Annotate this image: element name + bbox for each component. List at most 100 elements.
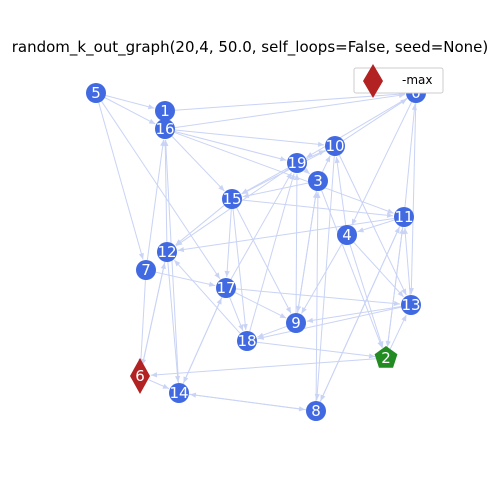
arrowhead-icon <box>279 313 287 319</box>
node-18: 18 <box>237 331 257 351</box>
node-circle-icon <box>216 278 236 298</box>
edge-9-18 <box>257 325 287 338</box>
edge-8-3 <box>315 191 321 402</box>
edge-line <box>242 182 309 198</box>
edge-16-11 <box>174 131 394 214</box>
edge-14-16 <box>163 139 179 384</box>
edge-8-11 <box>319 226 400 403</box>
arrowhead-icon <box>351 218 357 226</box>
arrowhead-icon <box>160 262 166 270</box>
arrowhead-icon <box>334 156 340 164</box>
edge-17-19 <box>230 172 293 280</box>
edge-16-10 <box>174 129 325 147</box>
arrowhead-icon <box>386 212 394 218</box>
edge-line <box>167 261 179 383</box>
arrowhead-icon <box>401 288 407 296</box>
edge-5-1 <box>105 95 155 110</box>
arrowhead-icon <box>148 118 156 124</box>
node-circle-icon <box>394 207 414 227</box>
edge-12-14 <box>167 261 181 383</box>
node-pentagon-icon <box>374 346 398 368</box>
edge-line <box>155 271 216 287</box>
node-circle-icon <box>306 401 326 421</box>
edge-17-13 <box>235 288 401 307</box>
edge-line <box>241 167 289 195</box>
edge-16-0 <box>174 92 406 129</box>
node-circle-icon <box>308 171 328 191</box>
edge-line <box>343 98 408 141</box>
arrowhead-icon <box>399 227 405 235</box>
arrowhead-icon <box>163 139 169 147</box>
node-circle-icon <box>237 331 257 351</box>
node-circle-icon <box>136 260 156 280</box>
arrowhead-icon <box>257 332 264 338</box>
node-circle-icon <box>155 101 175 121</box>
edge-2-11 <box>386 227 405 349</box>
arrowhead-icon <box>394 227 400 234</box>
arrowhead-icon <box>174 260 181 267</box>
node-10: 10 <box>325 136 345 156</box>
arrowhead-icon <box>174 375 181 383</box>
edge-15-9 <box>236 207 292 314</box>
node-label: 1 <box>160 102 170 120</box>
node-15: 15 <box>222 189 242 209</box>
arrowhead-icon <box>401 314 407 322</box>
graph-title: random_k_out_graph(20,4, 50.0, self_loop… <box>12 38 489 57</box>
node-label: 11 <box>394 208 413 226</box>
edge-13-9 <box>306 306 402 323</box>
edge-line <box>353 242 404 298</box>
edge-15-18 <box>232 208 248 331</box>
edge-10-15 <box>241 150 327 195</box>
arrowhead-icon <box>189 392 197 398</box>
node-circle-icon <box>222 189 242 209</box>
edge-12-16 <box>162 139 168 243</box>
arrowhead-icon <box>242 323 248 331</box>
arrowhead-icon <box>242 192 250 199</box>
arrowhead-icon <box>393 300 401 307</box>
arrowhead-icon <box>378 341 384 348</box>
edge-0-4 <box>351 101 413 226</box>
node-circle-icon <box>325 136 345 156</box>
edge-10-13 <box>338 154 407 296</box>
arrowhead-icon <box>147 104 155 110</box>
edge-line <box>357 219 395 233</box>
node-12: 12 <box>157 242 177 262</box>
arrowhead-icon <box>177 246 185 253</box>
arrowhead-icon <box>286 172 292 180</box>
arrowhead-icon <box>289 173 295 181</box>
edge-line <box>338 154 407 296</box>
edge-line <box>235 288 401 305</box>
edge-2-6 <box>150 358 377 378</box>
arrowhead-icon <box>138 252 144 260</box>
node-19: 19 <box>287 153 307 173</box>
edge-line <box>174 129 325 146</box>
node-2: 2 <box>374 346 398 368</box>
edge-line <box>386 227 404 349</box>
edge-line <box>177 217 395 251</box>
edge-line <box>232 208 247 331</box>
node-3: 3 <box>308 171 328 191</box>
arrowhead-icon <box>368 353 376 359</box>
edge-11-4 <box>357 219 395 233</box>
arrowhead-icon <box>175 239 182 246</box>
edge-line <box>351 101 413 226</box>
edge-line <box>165 139 179 384</box>
edge-16-15 <box>171 135 225 192</box>
edge-line <box>257 306 402 340</box>
arrowhead-icon <box>150 372 158 378</box>
arrowhead-icon <box>306 152 313 158</box>
legend: -max <box>353 64 444 98</box>
edge-15-12 <box>175 204 225 246</box>
node-label: 14 <box>169 384 188 402</box>
node-label: 6 <box>135 367 145 385</box>
arrowhead-icon <box>398 92 406 98</box>
edge-line <box>389 314 407 350</box>
node-label: 13 <box>401 296 420 314</box>
node-circle-icon <box>401 295 421 315</box>
node-label: 15 <box>222 190 241 208</box>
arrowhead-icon <box>387 208 394 214</box>
node-16: 16 <box>155 119 175 139</box>
edge-line <box>174 131 287 161</box>
edge-9-3 <box>297 191 318 314</box>
legend-label: -max <box>402 73 432 87</box>
